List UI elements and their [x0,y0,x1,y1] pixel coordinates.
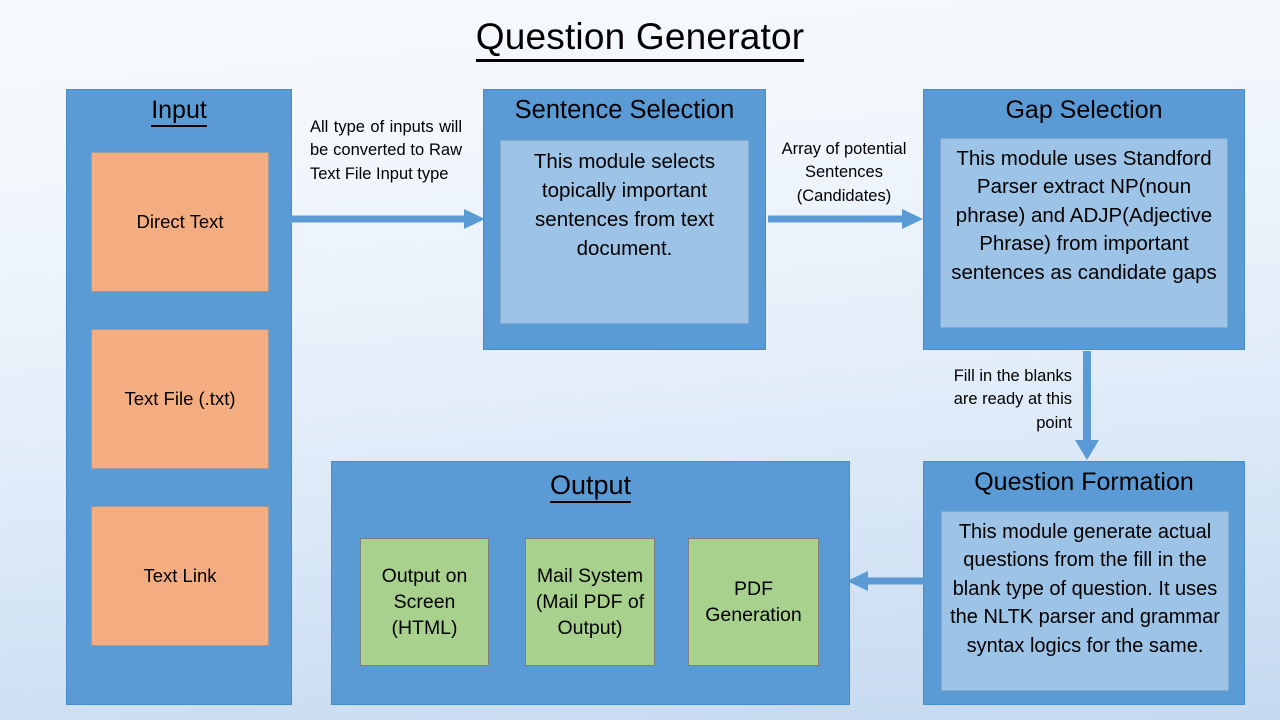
input-item-label: Direct Text [136,210,224,232]
input-item-text-file[interactable]: Text File (.txt) [91,329,269,469]
module-input-title: Input [67,90,291,127]
module-question-formation-title: Question Formation [974,468,1194,496]
output-item-label: Mail System (Mail PDF of Output) [535,564,645,640]
output-item-screen-html[interactable]: Output on Screen (HTML) [360,538,489,666]
module-gap-selection-title: Gap Selection [1005,96,1163,124]
module-sentence-selection-title: Sentence Selection [514,96,735,124]
output-item-label: PDF Generation [705,577,802,626]
page-title-text: Question Generator [475,16,805,62]
edge-label-gap-to-question: Fill in the blanks are ready at this poi… [953,367,1072,432]
input-item-label: Text Link [143,564,217,586]
input-item-direct-text[interactable]: Direct Text [91,152,269,292]
page-title: Question Generator [0,16,1280,62]
output-item-pdf-generation[interactable]: PDF Generation [688,538,819,666]
arrow-input-to-sentence [288,209,485,229]
edge-label-sentence-to-gap: Array of potential Sentences (Candidates… [781,140,907,205]
input-item-text-link[interactable]: Text Link [91,506,269,646]
sentence-selection-description: This module selects topically important … [500,140,749,324]
input-item-label: Text File (.txt) [124,387,236,409]
arrow-gap-to-question [1075,351,1099,460]
output-item-label: Output on Screen (HTML) [381,564,468,640]
arrow-sentence-to-gap [768,209,923,229]
question-formation-description: This module generate actual questions fr… [941,511,1229,691]
module-output-title: Output [332,462,849,503]
edge-label-input-to-sentence: All type of inputs will be converted to … [310,118,462,183]
output-item-mail-system[interactable]: Mail System (Mail PDF of Output) [525,538,655,666]
gap-selection-description: This module uses Standford Parser extrac… [940,138,1228,328]
arrow-question-to-output [847,571,926,591]
